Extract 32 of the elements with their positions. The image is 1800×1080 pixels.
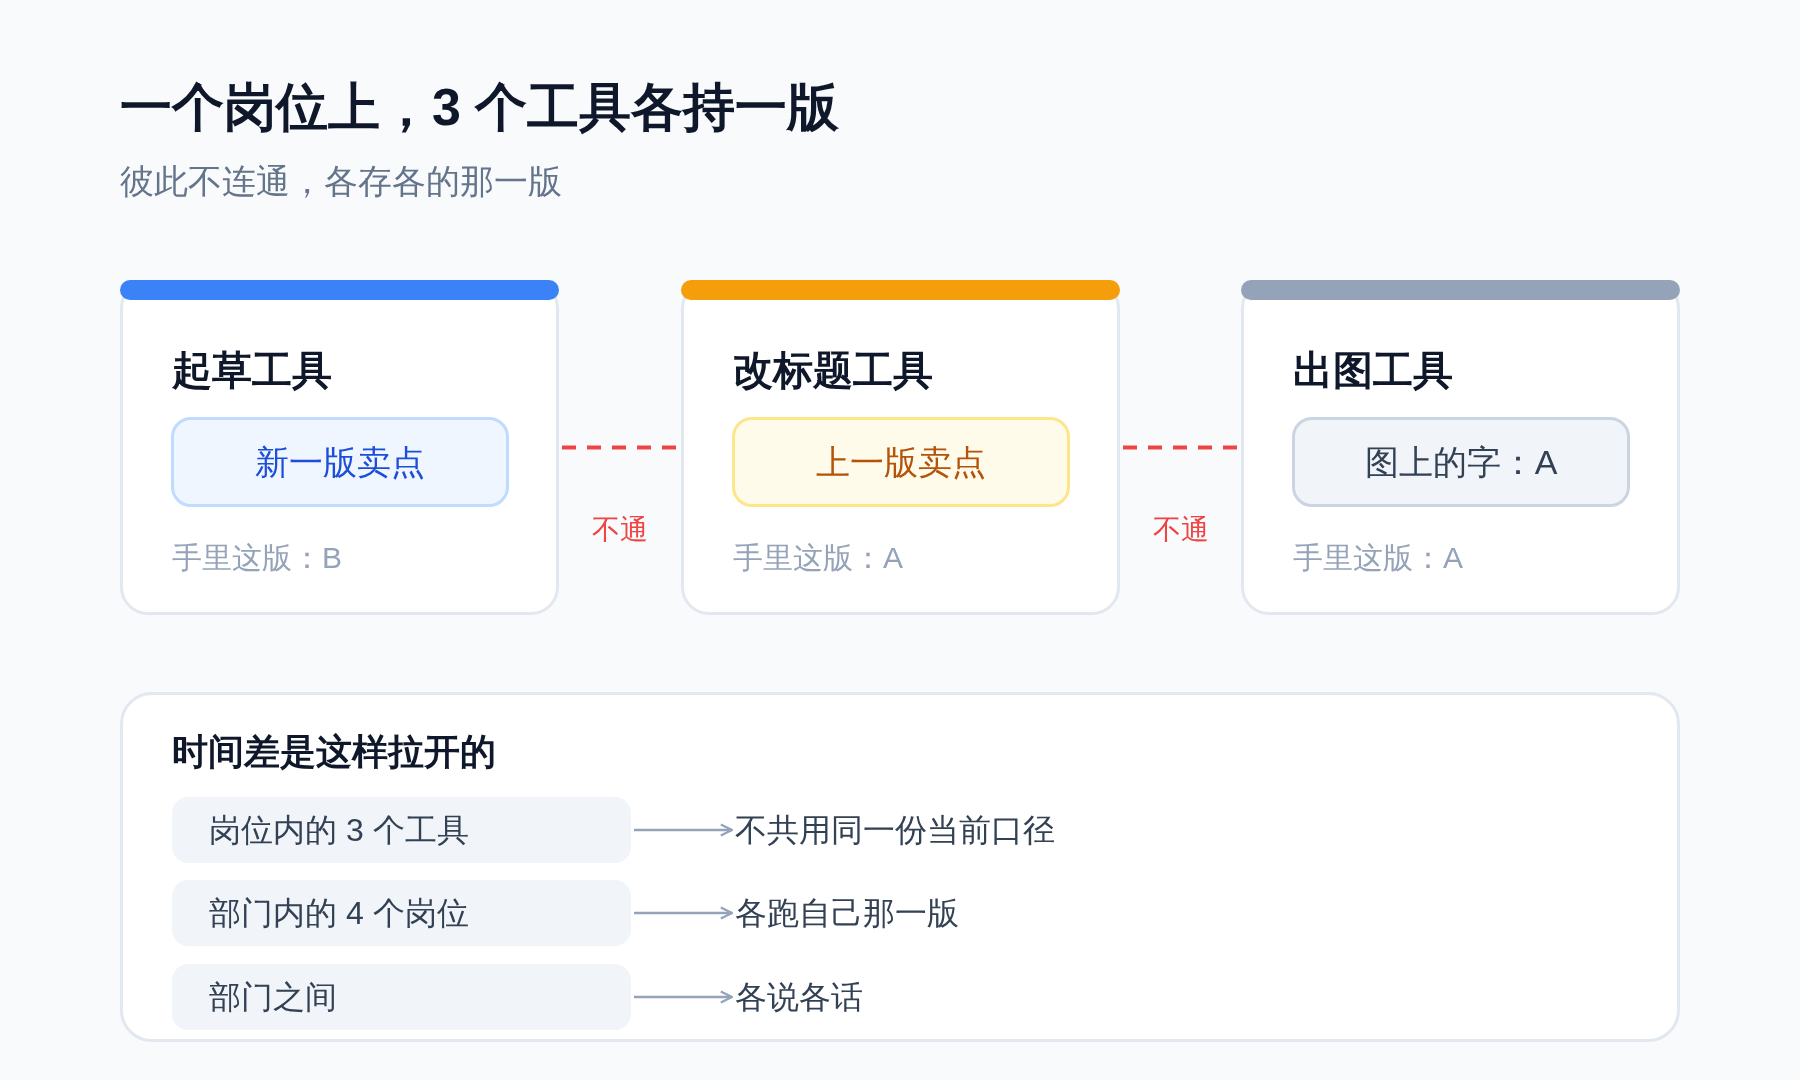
page-title: 一个岗位上，3 个工具各持一版: [120, 77, 840, 138]
dashed-connector: [1123, 445, 1238, 450]
card-title: 起草工具: [172, 347, 332, 394]
version-text: 图上的字：A: [1364, 442, 1558, 482]
version-panel: [171, 417, 509, 507]
arrow: [634, 906, 734, 920]
card-title: 出图工具: [1293, 347, 1453, 394]
result-text: 各跑自己那一版: [735, 893, 959, 933]
version-text: 上一版卖点: [816, 442, 986, 482]
summary-panel: [120, 692, 1680, 1042]
version-note: 手里这版：A: [733, 540, 903, 576]
edge-label: 不通: [592, 512, 648, 547]
result-text: 各说各话: [735, 977, 863, 1017]
panel-title: 时间差是这样拉开的: [172, 730, 496, 774]
row-label: 部门之间: [209, 978, 337, 1017]
row-label: 部门内的 4 个岗位: [209, 894, 469, 933]
subtitle: 彼此不连通，各存各的那一版: [120, 161, 562, 201]
result-text: 不共用同一份当前口径: [735, 810, 1055, 850]
version-note: 手里这版：A: [1293, 540, 1463, 576]
version-text: 新一版卖点: [255, 442, 425, 482]
row-label: 岗位内的 3 个工具: [209, 811, 469, 850]
tool-card: [681, 280, 1120, 615]
tool-card: [120, 280, 559, 615]
arrow: [634, 823, 734, 837]
tool-card: [1241, 280, 1680, 615]
edge-label: 不通: [1152, 512, 1209, 547]
arrow: [634, 990, 734, 1004]
dashed-connector: [562, 445, 678, 450]
version-note: 手里这版：B: [172, 540, 342, 576]
card-title: 改标题工具: [733, 347, 933, 394]
version-panel: [1292, 417, 1630, 507]
version-panel: [732, 417, 1070, 507]
